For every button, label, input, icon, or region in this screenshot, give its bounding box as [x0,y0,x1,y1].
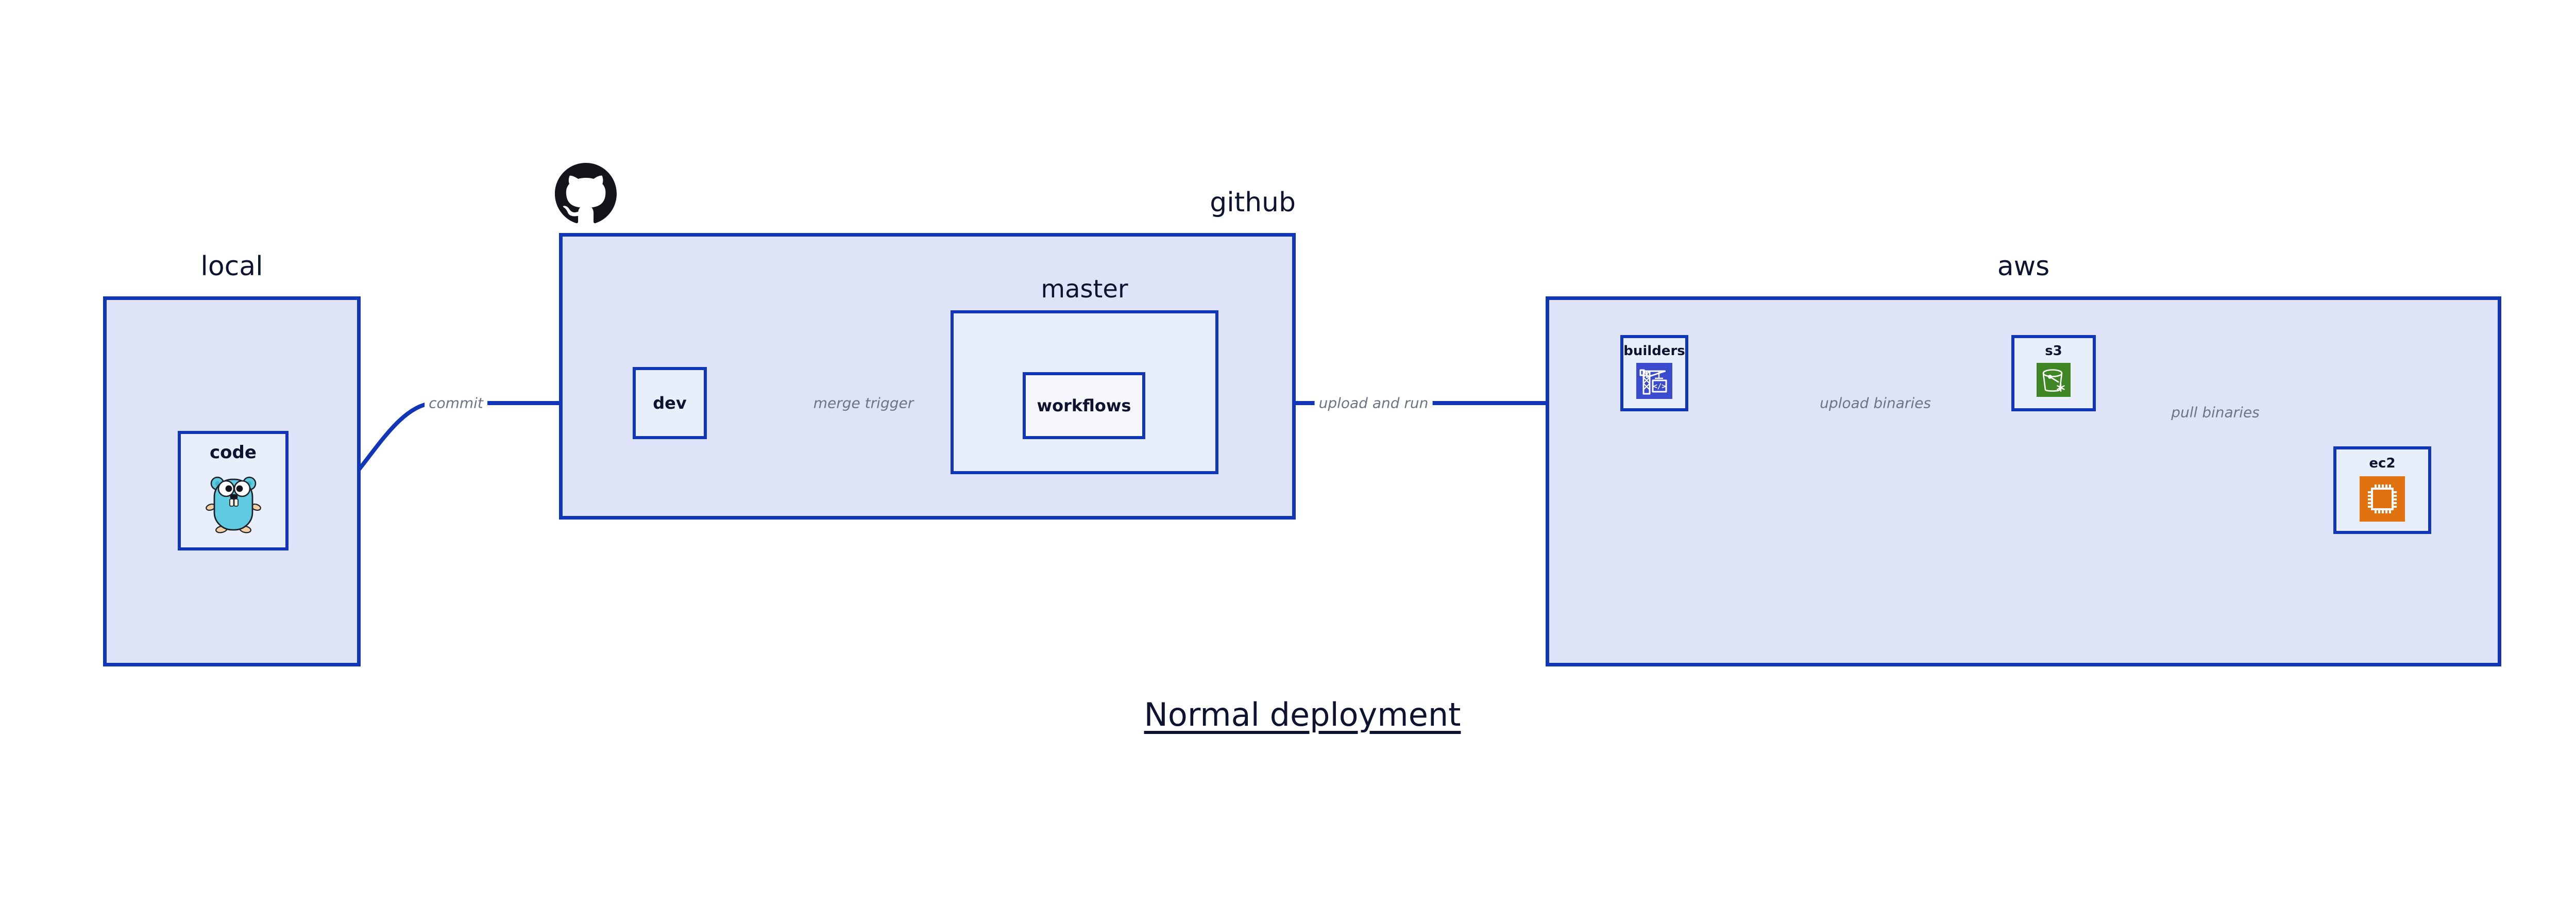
node-label-code: code [210,442,257,463]
node-label-dev: dev [653,393,687,413]
edge-label-merge-trigger: merge trigger [809,394,918,412]
node-workflows[interactable]: workflows [1023,372,1145,439]
page-title: Normal deployment [1144,696,1461,733]
go-gopher-icon [203,470,264,536]
node-s3[interactable]: s3 [2011,335,2096,411]
node-label-ec2: ec2 [2369,456,2396,471]
github-octocat-icon [555,163,617,227]
edge-label-upload-binaries: upload binaries [1816,394,1935,412]
edge-label-commit: commit [425,394,487,412]
aws-ec2-icon [2360,476,2405,524]
node-label-workflows: workflows [1037,396,1131,415]
svg-text:</>: </> [1653,382,1666,391]
node-builders[interactable]: builders < [1620,335,1688,411]
edge-label-upload-and-run: upload and run [1314,394,1433,412]
group-label-aws: aws [1997,251,2050,282]
group-label-local: local [200,251,263,282]
group-label-github: github [1210,187,1296,218]
aws-codebuild-icon: </> [1636,363,1672,401]
node-dev[interactable]: dev [633,367,707,439]
edge-label-pull-binaries: pull binaries [2168,404,2263,421]
node-ec2[interactable]: ec2 [2333,446,2431,534]
node-code[interactable]: code [178,431,289,550]
node-label-s3: s3 [2045,343,2062,359]
aws-s3-icon [2037,363,2071,399]
group-label-master: master [1041,275,1128,304]
node-label-builders: builders [1623,343,1685,359]
